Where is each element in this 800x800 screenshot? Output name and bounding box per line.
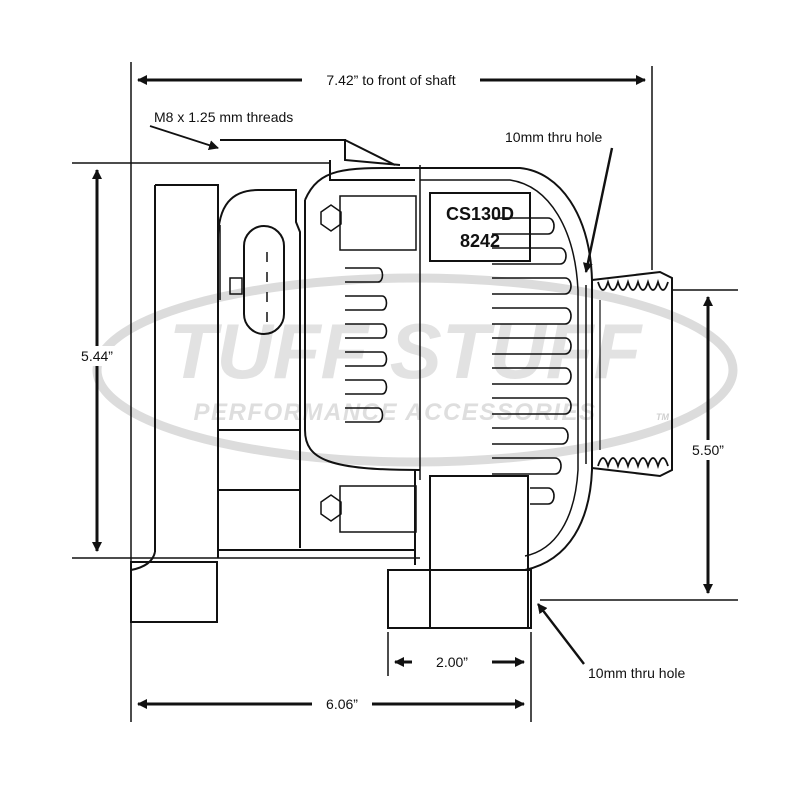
hole-bottom-callout: 10mm thru hole [588,665,685,681]
watermark-trademark: TM [656,412,669,422]
hole-top-callout: 10mm thru hole [505,129,602,145]
regulator-plug [229,225,285,335]
dim-pulley-height-label: 5.50” [692,442,724,458]
threads-leader [149,125,219,150]
watermark-logo: TUFF STUFF PERFORMANCE ACCESSORIES TM [92,273,738,467]
watermark-brand: TUFF STUFF [169,307,644,395]
watermark-tagline: PERFORMANCE ACCESSORIES [194,399,597,426]
dim-overall-to-shaft-label: 7.42” to front of shaft [326,72,455,88]
dim-height-left-label: 5.44” [81,348,113,364]
alternator-body [130,139,593,629]
dim-overall-body-label: 6.06” [326,696,358,712]
dim-mount-width-label: 2.00” [436,654,468,670]
threads-callout: M8 x 1.25 mm threads [154,109,293,125]
cooling-slots [345,217,572,505]
callout-leaders [149,125,614,665]
hole-top-leader [582,147,614,273]
part-model-label: CS130D [446,204,514,224]
part-number-label: 8242 [460,231,500,251]
pulley [585,270,673,478]
hole-bottom-leader [537,603,585,665]
